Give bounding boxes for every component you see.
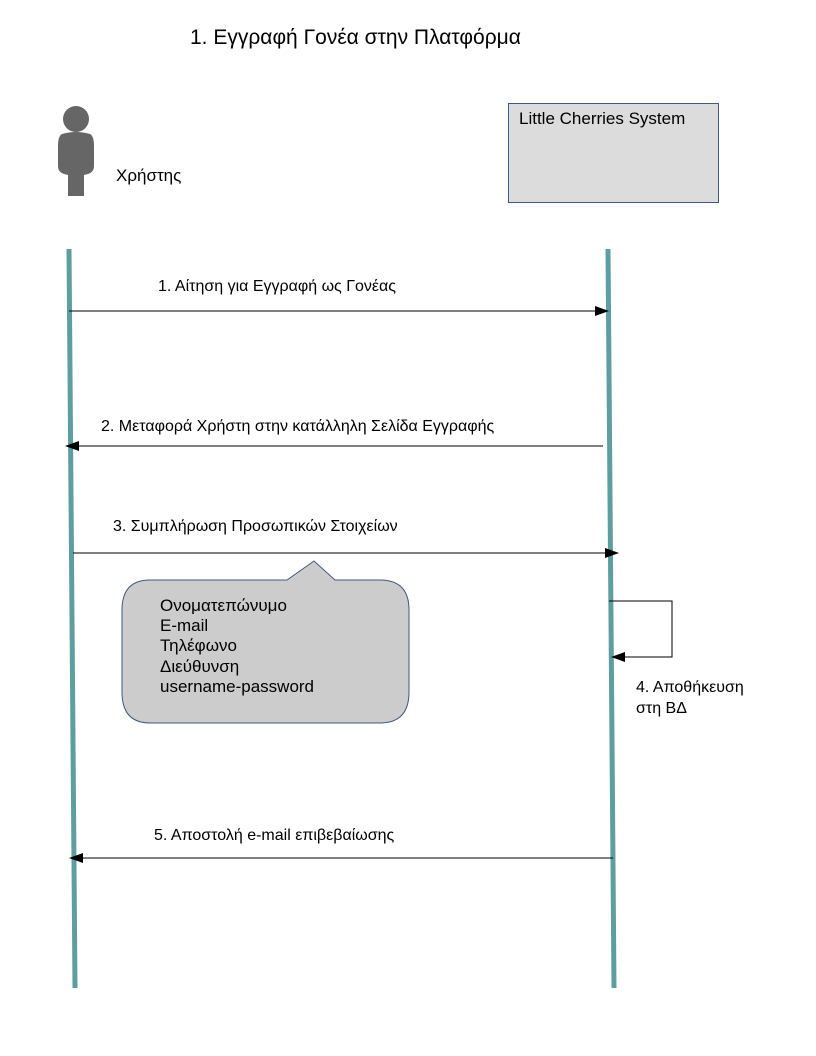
note-line-credentials: username-password [160, 677, 315, 696]
message-3-label: 3. Συμπλήρωση Προσωπικών Στοιχείων [113, 518, 398, 535]
user-actor-icon [58, 106, 94, 196]
message-4-self-arrow [609, 600, 673, 662]
note-line-fullname: Ονοματεπώνυμο [160, 596, 287, 615]
system-lifeline [605, 248, 617, 989]
system-box-body [508, 133, 719, 203]
system-box-header: Little Cherries System [508, 103, 719, 134]
message-4-label-line1: 4. Αποθήκευση [636, 679, 744, 696]
message-1-label: 1. Αίτηση για Εγγραφή ως Γονέας [158, 278, 397, 295]
note-line-email: E-mail [160, 616, 209, 635]
note-callout-shape [121, 560, 410, 724]
user-lifeline [66, 248, 78, 989]
diagram-title: 1. Εγγραφή Γονέα στην Πλατφόρμα [190, 26, 521, 49]
system-label: Little Cherries System [519, 109, 686, 128]
note-line-phone: Τηλέφωνο [160, 636, 237, 655]
message-2-label: 2. Μεταφορά Χρήστη στην κατάλληλη Σελίδα… [101, 418, 495, 435]
message-5-label: 5. Αποστολή e-mail επιβεβαίωσης [154, 827, 395, 844]
actor-label: Χρήστης [116, 166, 182, 185]
note-line-address: Διεύθυνση [160, 657, 240, 676]
message-4-label-line2: στη ΒΔ [636, 700, 687, 717]
